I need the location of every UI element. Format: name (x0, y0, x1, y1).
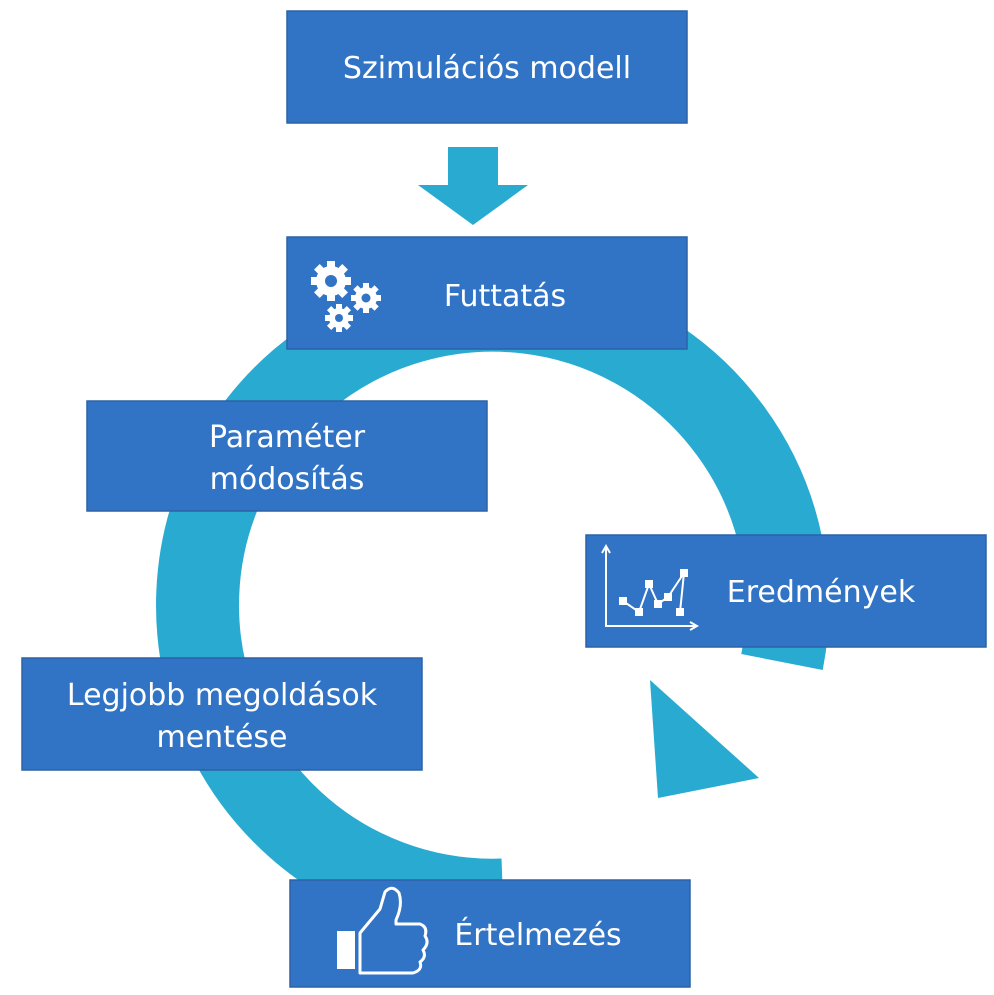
cycle-arrow-head (650, 680, 759, 798)
node-save-best-line2: mentése (156, 720, 287, 755)
node-run: Futtatás (286, 236, 688, 350)
node-interpret-label: Értelmezés (454, 917, 621, 953)
node-parameter-change-line2: módosítás (210, 462, 365, 497)
thumbs-up-icon (337, 886, 429, 975)
cycle-arrow (156, 268, 830, 942)
node-parameter-change-line1: Paraméter (209, 420, 366, 455)
node-simulation-model: Szimulációs modell (286, 10, 688, 124)
node-results-label: Eredmények (727, 575, 916, 610)
node-interpret: Értelmezés (289, 879, 691, 988)
node-save-best-line1: Legjobb megoldások (67, 678, 378, 713)
node-simulation-model-label: Szimulációs modell (343, 51, 631, 86)
node-results: Eredmények (585, 534, 987, 648)
gears-icon (311, 261, 381, 332)
line-chart-icon (601, 543, 700, 631)
down-arrow (418, 147, 528, 225)
node-parameter-change: Paraméter módosítás (86, 400, 488, 512)
cycle-arrow-ring (156, 268, 830, 942)
node-run-label: Futtatás (444, 279, 566, 314)
node-save-best: Legjobb megoldások mentése (21, 657, 423, 771)
